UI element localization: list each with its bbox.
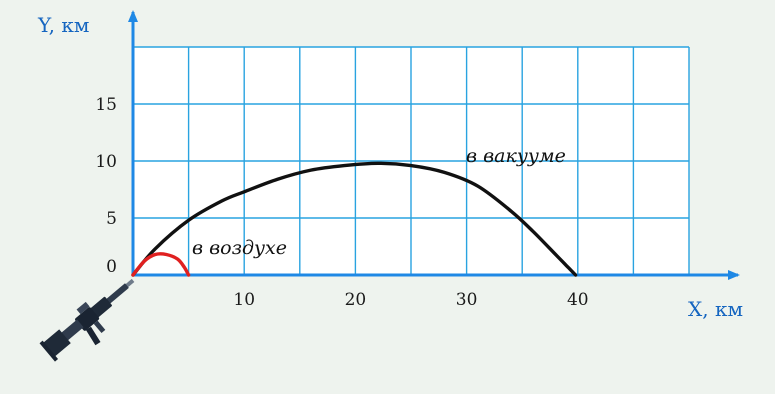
y-tick-label: 10	[95, 152, 117, 172]
y-tick-label: 0	[106, 257, 117, 277]
grid	[132, 46, 690, 276]
x-tick-label: 30	[456, 290, 478, 310]
x-tick-label: 20	[345, 290, 367, 310]
series-line-air	[131, 252, 191, 277]
x-tick-label: 10	[233, 290, 255, 310]
y-tick-label: 15	[95, 95, 117, 115]
x-tick-label: 40	[567, 290, 589, 310]
series-label-vacuum: в вакууме	[466, 145, 566, 167]
series-line-vacuum	[131, 161, 578, 277]
rifle-icon	[39, 278, 135, 362]
x-axis-title: X, км	[688, 297, 743, 321]
series-group	[131, 161, 578, 277]
series-label-air: в воздухе	[192, 237, 287, 259]
y-tick-label: 5	[106, 209, 117, 229]
tick-labels: 10 20 30 40 0 5 10 15	[95, 95, 588, 310]
y-axis-title: Y, км	[37, 13, 89, 37]
